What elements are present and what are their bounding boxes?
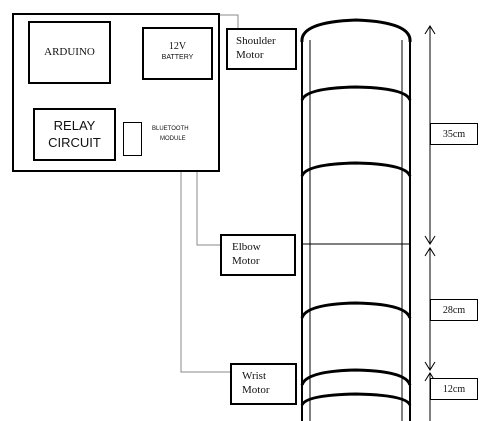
- robot-arm: [300, 18, 412, 421]
- wrist-motor-line2: Motor: [242, 384, 270, 396]
- relay-circuit-box: RELAY CIRCUIT: [33, 108, 116, 161]
- dimension-upper-label: 35cm: [430, 123, 478, 145]
- arm-segment-1: [300, 85, 412, 101]
- upper-arrow-top-head: [424, 25, 436, 35]
- elbow-motor-line1: Elbow: [232, 241, 261, 253]
- arm-segment-3: [300, 301, 412, 319]
- shoulder-motor-box: Shoulder Motor: [226, 28, 297, 70]
- arduino-label: ARDUINO: [44, 46, 95, 58]
- battery-label-line2: BATTERY: [161, 54, 194, 61]
- bluetooth-label-line2: MODULE: [160, 136, 186, 142]
- bluetooth-label-line1: BLUETOOTH: [152, 126, 189, 132]
- middle-arrow-top-head: [424, 247, 436, 257]
- dimension-middle-label: 28cm: [430, 299, 478, 321]
- arm-segment-5: [300, 392, 412, 406]
- middle-arrow-bottom-head: [424, 361, 436, 371]
- elbow-motor-box: Elbow Motor: [220, 234, 296, 276]
- elbow-wire: [196, 172, 220, 246]
- dimension-lower-label: 12cm: [430, 378, 478, 400]
- shoulder-wire: [219, 14, 239, 30]
- relay-label-line2: CIRCUIT: [48, 135, 101, 150]
- arm-segment-4: [300, 368, 412, 386]
- wrist-motor-box: Wrist Motor: [230, 363, 297, 405]
- arm-top-cap: [300, 18, 412, 43]
- upper-arrow-bottom-head: [424, 235, 436, 245]
- wiring: [180, 14, 239, 373]
- wrist-wire: [180, 172, 230, 373]
- battery-box: 12V BATTERY: [142, 27, 213, 80]
- arduino-box: ARDUINO: [28, 21, 111, 84]
- battery-label-line1: 12V: [168, 41, 187, 52]
- elbow-motor-line2: Motor: [232, 255, 260, 267]
- relay-label-line1: RELAY: [53, 118, 96, 133]
- shoulder-motor-line2: Motor: [236, 49, 264, 61]
- dimension-arrows: [424, 25, 436, 421]
- arm-segment-2: [300, 161, 412, 177]
- wrist-motor-line1: Wrist: [242, 370, 266, 382]
- shoulder-motor-line1: Shoulder: [236, 35, 276, 47]
- bluetooth-module-block: [123, 122, 142, 156]
